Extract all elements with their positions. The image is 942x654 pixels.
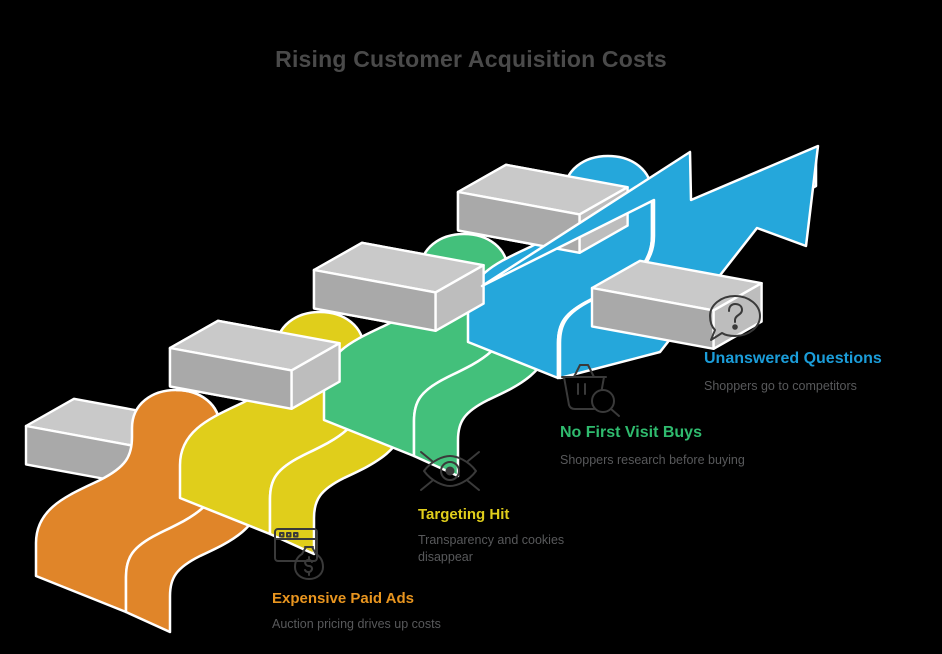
stage-label-targeting-hit: Targeting Hit Transparency and cookies d… xyxy=(418,444,658,564)
stage-heading: Targeting Hit xyxy=(418,506,510,523)
browser-money-bag-icon xyxy=(274,528,324,580)
stage-label-expensive-paid-ads: Expensive Paid Ads Auction pricing drive… xyxy=(272,524,512,644)
page-title: Rising Customer Acquisition Costs xyxy=(275,46,667,72)
stage-subtitle: Shoppers research before buying xyxy=(560,453,745,467)
question-bubble-icon xyxy=(709,295,761,341)
stage-label-no-first-visit-buys: No First Visit Buys Shoppers research be… xyxy=(560,360,810,480)
stage-subtitle: Shoppers go to competitors xyxy=(704,379,857,393)
stage-subtitle: Transparency and cookies disappear xyxy=(418,533,565,564)
basket-search-icon xyxy=(561,364,620,417)
stage-heading: No First Visit Buys xyxy=(560,424,702,441)
eye-target-icon xyxy=(420,451,480,491)
stage-heading: Unanswered Questions xyxy=(704,350,882,367)
stage-subtitle: Auction pricing drives up costs xyxy=(272,617,441,631)
stage-label-unanswered-questions: Unanswered Questions Shoppers go to comp… xyxy=(704,292,942,412)
stage-heading: Expensive Paid Ads xyxy=(272,590,415,607)
